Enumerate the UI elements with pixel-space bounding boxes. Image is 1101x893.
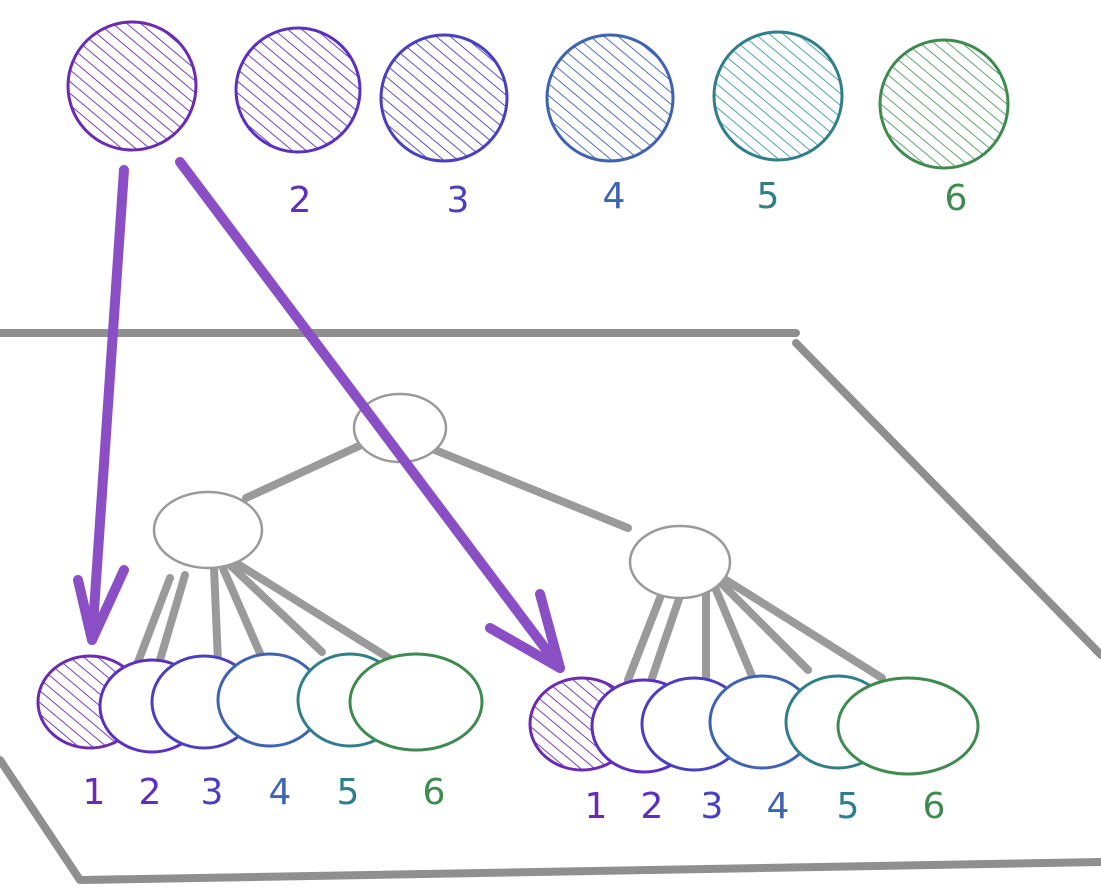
- tree-nodes: [152, 392, 732, 600]
- edge-left-leaf-3: [210, 564, 222, 666]
- right-leaf-6: [836, 676, 980, 776]
- right-label-6: 6: [923, 786, 946, 827]
- top-labels: 2 3 4 5 6: [289, 176, 968, 221]
- edge-left-leaf-6: [232, 559, 396, 664]
- arrow-left-head: [73, 565, 129, 645]
- left-leaf-6: [348, 652, 484, 752]
- edge-root-left: [242, 436, 376, 502]
- arrow-right-head: [485, 589, 565, 673]
- edge-left-leaf-5: [226, 561, 326, 656]
- arrow-left-shaft: [87, 165, 129, 645]
- right-label-5: 5: [837, 786, 860, 827]
- top-label-4: 4: [603, 176, 626, 217]
- top-label-2: 2: [289, 180, 312, 221]
- platform-right-edge: [792, 339, 1101, 659]
- right-leaf-group: [528, 674, 980, 776]
- top-circle-2: [234, 26, 362, 154]
- right-labels: 1 2 3 4 5 6: [585, 786, 946, 827]
- tree-left-node: [152, 490, 264, 570]
- edge-right-leaf-1: [624, 594, 664, 684]
- left-label-1: 1: [83, 772, 106, 813]
- top-circle-4: [545, 33, 675, 163]
- left-labels: 1 2 3 4 5 6: [83, 772, 446, 813]
- tree-edges: [134, 436, 886, 684]
- edge-right-leaf-4: [710, 581, 756, 680]
- platform-left-edge: [0, 756, 84, 884]
- edge-right-leaf-5: [716, 578, 812, 674]
- top-circle-6: [878, 38, 1010, 170]
- platform-plane: [0, 329, 1101, 884]
- right-label-1: 1: [585, 786, 608, 827]
- left-label-6: 6: [423, 772, 446, 813]
- top-label-3: 3: [447, 180, 470, 221]
- right-label-3: 3: [701, 786, 724, 827]
- left-label-5: 5: [337, 772, 360, 813]
- arrows: [73, 157, 565, 673]
- top-label-6: 6: [945, 178, 968, 219]
- arrow-right-shaft: [175, 157, 565, 673]
- left-label-3: 3: [201, 772, 224, 813]
- left-label-2: 2: [139, 772, 162, 813]
- top-circle-1: [66, 20, 198, 152]
- edge-right-leaf-2: [648, 592, 684, 682]
- edge-root-right: [426, 444, 632, 532]
- platform-bottom-edge: [78, 858, 1101, 884]
- edge-right-leaf-6: [722, 576, 886, 682]
- tree-right-node: [628, 524, 732, 600]
- left-leaf-group: [36, 652, 484, 754]
- right-label-4: 4: [767, 786, 790, 827]
- top-circle-row: [66, 20, 1010, 170]
- edge-left-leaf-2: [156, 571, 189, 664]
- left-label-4: 4: [269, 772, 292, 813]
- top-label-5: 5: [757, 176, 780, 217]
- right-label-2: 2: [641, 786, 664, 827]
- edge-left-leaf-1: [134, 574, 174, 666]
- edge-left-leaf-4: [218, 562, 266, 662]
- top-circle-5: [712, 30, 844, 162]
- top-circle-3: [379, 33, 509, 163]
